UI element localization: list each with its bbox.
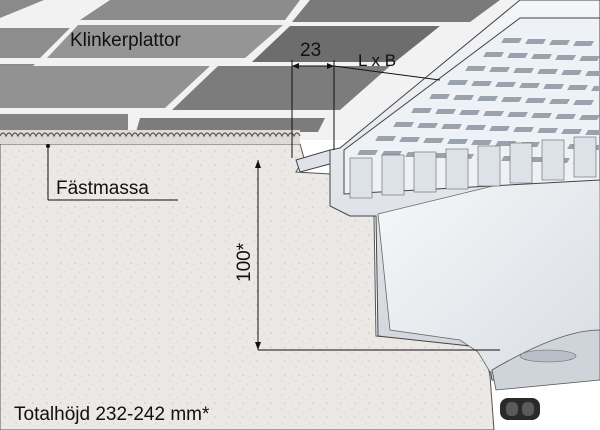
grate-slot <box>465 125 486 130</box>
tile <box>252 26 440 62</box>
grate-dimension-label: L x B <box>358 51 396 70</box>
grate-slot <box>555 55 576 60</box>
dim-arrowhead <box>327 63 334 69</box>
grate-fin <box>349 157 373 199</box>
grate-slot <box>507 112 528 117</box>
grate-slot <box>513 68 534 73</box>
grate-slot <box>585 71 600 76</box>
grate-slot <box>489 67 510 72</box>
grate-slot <box>519 83 540 88</box>
grate-slot <box>393 122 414 127</box>
tile <box>172 66 390 110</box>
grate-slot <box>513 127 534 132</box>
grate-slot <box>579 115 600 120</box>
grate-slot <box>447 80 468 85</box>
grate-slot <box>591 145 600 150</box>
channel-basin <box>377 159 600 373</box>
grate-slot <box>573 100 594 105</box>
tile <box>0 66 210 108</box>
grate-slot <box>429 94 450 99</box>
tiles-label: Klinkerplattor <box>70 30 182 51</box>
grate-slot <box>561 70 582 75</box>
grate-slot <box>531 113 552 118</box>
grate-fin <box>541 139 565 181</box>
grate-slot <box>435 109 457 114</box>
grate-slot <box>531 54 552 59</box>
adhesive-layer <box>0 130 301 144</box>
total-height-label: Totalhöjd 232-242 mm* <box>14 404 210 425</box>
grate-slot <box>471 140 492 145</box>
grate-slot <box>507 53 528 58</box>
grate-fin <box>573 136 597 178</box>
grate-slot <box>495 82 516 87</box>
grate-slot <box>585 130 600 135</box>
grate-slot <box>549 40 570 45</box>
grate-slot <box>555 114 576 119</box>
grate-slot <box>525 98 546 103</box>
grate-slot <box>549 99 570 104</box>
tile <box>47 25 283 58</box>
grate-slot <box>399 137 420 142</box>
tile <box>80 0 300 20</box>
height-dimension-label: 100* <box>234 242 255 282</box>
tile <box>0 114 128 132</box>
grate-fin <box>413 151 437 193</box>
grate-fins <box>349 136 597 199</box>
dim-leader-line <box>333 65 441 81</box>
grate-slot <box>459 110 480 115</box>
grate-slot <box>411 108 432 113</box>
outlet-slot <box>519 349 577 363</box>
grate-slot <box>579 56 600 61</box>
grate-slot <box>525 39 546 44</box>
grate-slots <box>357 38 600 164</box>
tile <box>136 118 325 132</box>
grate-slot <box>543 84 564 89</box>
grate-slot <box>375 136 397 141</box>
grate-slot <box>423 138 444 143</box>
grate-slot <box>537 69 558 74</box>
grate-slot <box>357 150 378 155</box>
grate-slot <box>567 85 588 90</box>
grate-slot <box>465 66 487 71</box>
tile <box>0 0 44 18</box>
tile <box>0 28 70 58</box>
grate-slot <box>501 38 522 43</box>
grate-slot <box>537 128 558 133</box>
leader-dot <box>46 144 50 148</box>
grate-fin <box>477 145 501 187</box>
grate <box>343 17 600 195</box>
grate-slot <box>591 86 600 91</box>
grate-slot <box>447 139 468 144</box>
grate-slot <box>501 97 522 102</box>
grate-slot <box>453 95 474 100</box>
grate-slot <box>441 124 462 129</box>
grate-slot <box>471 81 492 86</box>
grate-fin <box>445 148 469 190</box>
grate-fin <box>509 142 533 184</box>
grate-slot <box>417 123 438 128</box>
drain-channel <box>295 0 600 420</box>
dim-arrowhead <box>255 342 261 350</box>
grate-slot <box>573 41 594 46</box>
grate-slot <box>561 129 582 134</box>
tile <box>292 0 500 22</box>
dim-arrowhead <box>292 63 299 69</box>
grate-slot <box>483 52 504 57</box>
dim-arrowhead <box>255 160 261 168</box>
grate-slot <box>477 96 498 101</box>
grate-slot <box>489 126 510 131</box>
grate-fin <box>381 154 405 196</box>
adhesive-label: Fästmassa <box>56 178 149 199</box>
grate-slot <box>483 111 504 116</box>
flange-dimension-label: 23 <box>300 40 321 61</box>
